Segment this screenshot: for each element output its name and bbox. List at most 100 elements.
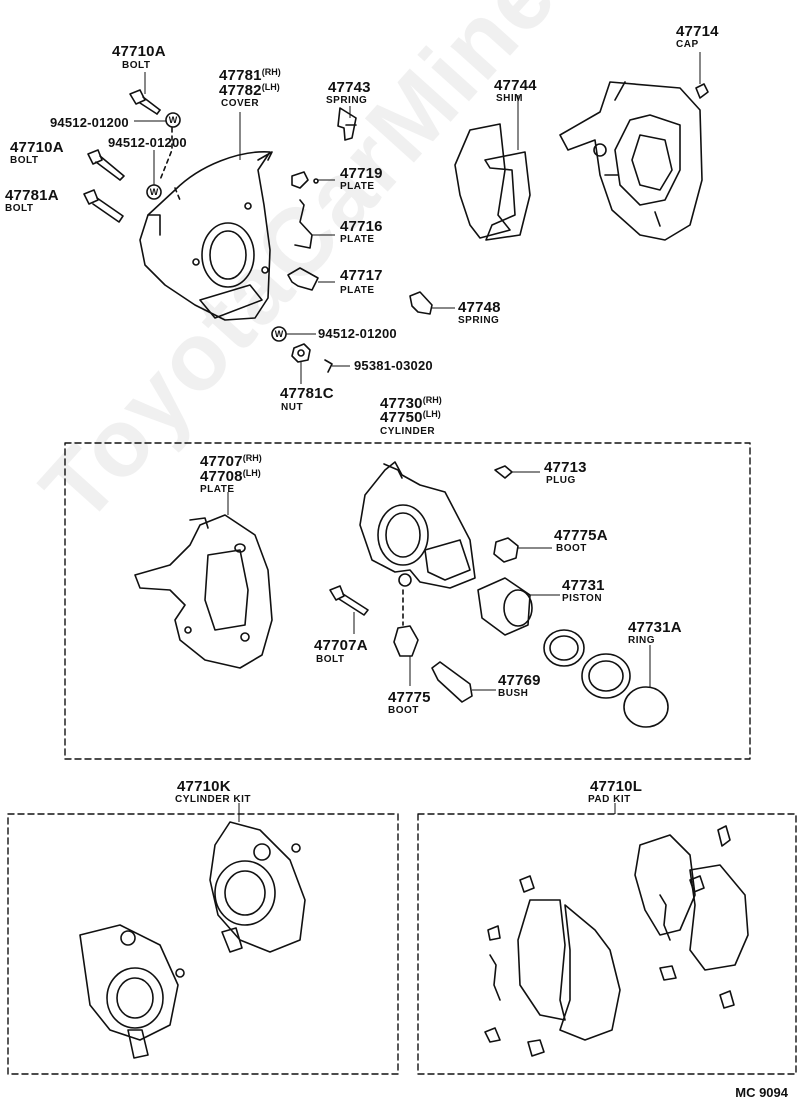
label-47750-suffix: (LH) (422, 409, 441, 419)
washer-mark-2: W (150, 187, 159, 197)
label-47782-suffix: (LH) (261, 82, 280, 92)
kit-caliper-lower (79, 924, 185, 1059)
label-95381: 95381-03020 (354, 358, 433, 373)
label-47750-number: 47750 (380, 409, 423, 426)
label-47775-number: 47775 (388, 689, 431, 706)
label-47710a-top-name: BOLT (122, 60, 151, 71)
kit-caliper-upper (209, 821, 306, 953)
label-47707-line1: 47707(RH) (200, 454, 262, 470)
label-47710l-number: 47710L (590, 778, 643, 795)
diagram-reference: MC 9094 (735, 1085, 788, 1100)
label-47730-name: CYLINDER (380, 426, 436, 437)
label-47731-name: PISTON (562, 593, 603, 604)
cylinder-kit-box (7, 813, 399, 1075)
label-47743-number: 47743 (328, 79, 371, 96)
washer-mark-3: W (275, 329, 284, 339)
label-47748-name: SPRING (458, 315, 500, 326)
plate-47719 (291, 171, 319, 189)
bolt-47707a (329, 585, 369, 616)
label-47769-name: BUSH (498, 688, 529, 699)
label-47782-number: 47782 (219, 82, 262, 99)
label-47710l-name: PAD KIT (588, 794, 631, 805)
spring-47748 (409, 291, 433, 315)
label-47769-number: 47769 (498, 672, 541, 689)
washer-mark-1: W (169, 115, 178, 125)
label-47781a-name: BOLT (5, 203, 34, 214)
label-47731a-name: RING (628, 635, 655, 646)
label-47707-name: PLATE (200, 484, 235, 495)
plug-47713 (494, 465, 513, 479)
label-47775a-number: 47775A (554, 527, 608, 544)
label-47744-name: SHIM (496, 93, 523, 104)
label-47781c-name: NUT (281, 402, 304, 413)
label-47708-suffix: (LH) (242, 468, 261, 478)
piston-47731 (477, 577, 533, 636)
label-47713-name: PLUG (546, 475, 576, 486)
label-47748-number: 47748 (458, 299, 501, 316)
washer-1 (165, 112, 181, 128)
label-47710a-mid-number: 47710A (10, 139, 64, 156)
piston-seal (543, 629, 585, 667)
label-47716-number: 47716 (340, 218, 383, 235)
cylinder-box (64, 442, 751, 760)
label-47710k-name: CYLINDER KIT (175, 794, 251, 805)
label-94512-3: 94512-01200 (318, 326, 397, 341)
pad-right (634, 834, 749, 971)
label-47716-name: PLATE (340, 234, 375, 245)
spring-47743 (337, 107, 357, 141)
label-47719-number: 47719 (340, 165, 383, 182)
label-47710a-top-number: 47710A (112, 43, 166, 60)
label-47775-name: BOOT (388, 705, 419, 716)
label-47781-line1: 47781(RH) (219, 68, 281, 84)
bolt-47781a (83, 189, 124, 223)
boot-47775a (493, 537, 519, 563)
bolt-47710a-top (129, 89, 161, 115)
label-47708-number: 47708 (200, 468, 243, 485)
ring-47731a (623, 686, 669, 728)
label-47743-name: SPRING (326, 95, 368, 106)
label-47714-name: CAP (676, 39, 699, 50)
label-47717-number: 47717 (340, 267, 383, 284)
bush-47769 (431, 661, 473, 703)
label-47717-name: PLATE (340, 285, 375, 296)
label-94512-2: 94512-01200 (108, 135, 187, 150)
label-47781-name: COVER (221, 98, 260, 109)
label-47730-suffix: (RH) (422, 395, 442, 405)
label-47714-number: 47714 (676, 23, 719, 40)
label-47708-line2: 47708(LH) (200, 469, 261, 485)
label-94512-1: 94512-01200 (50, 115, 129, 130)
label-47719-name: PLATE (340, 181, 375, 192)
label-47781-number: 47781 (219, 67, 262, 84)
label-47710k-number: 47710K (177, 778, 231, 795)
plate-47717 (287, 267, 319, 291)
label-47713-number: 47713 (544, 459, 587, 476)
pad-kit-box (417, 813, 797, 1075)
label-47781a-number: 47781A (5, 187, 59, 204)
bolt-47710a-mid (87, 149, 125, 181)
label-47782-line2: 47782(LH) (219, 83, 280, 99)
shim-47744 (454, 123, 531, 241)
pad-left (517, 899, 621, 1041)
label-47707-suffix: (RH) (242, 453, 262, 463)
label-47730-number: 47730 (380, 395, 423, 412)
label-47775a-name: BOOT (556, 543, 587, 554)
dust-cover (139, 151, 273, 321)
label-47781-suffix: (RH) (261, 67, 281, 77)
torque-plate (134, 514, 273, 669)
pad-kit-clips (484, 825, 735, 1057)
caliper-bracket-top (559, 81, 703, 241)
label-47710a-mid-name: BOLT (10, 155, 39, 166)
clip-95381 (324, 359, 333, 373)
label-47750-line2: 47750(LH) (380, 410, 441, 426)
label-47781c-number: 47781C (280, 385, 334, 402)
cap-47714 (695, 83, 709, 99)
label-47731a-number: 47731A (628, 619, 682, 636)
plate-47716 (294, 199, 313, 249)
label-47707-number: 47707 (200, 453, 243, 470)
label-47744-number: 47744 (494, 77, 537, 94)
caliper-cylinder (359, 461, 476, 589)
boot-47775 (393, 625, 419, 657)
label-47707a-number: 47707A (314, 637, 368, 654)
label-47730-line1: 47730(RH) (380, 396, 442, 412)
label-47731-number: 47731 (562, 577, 605, 594)
